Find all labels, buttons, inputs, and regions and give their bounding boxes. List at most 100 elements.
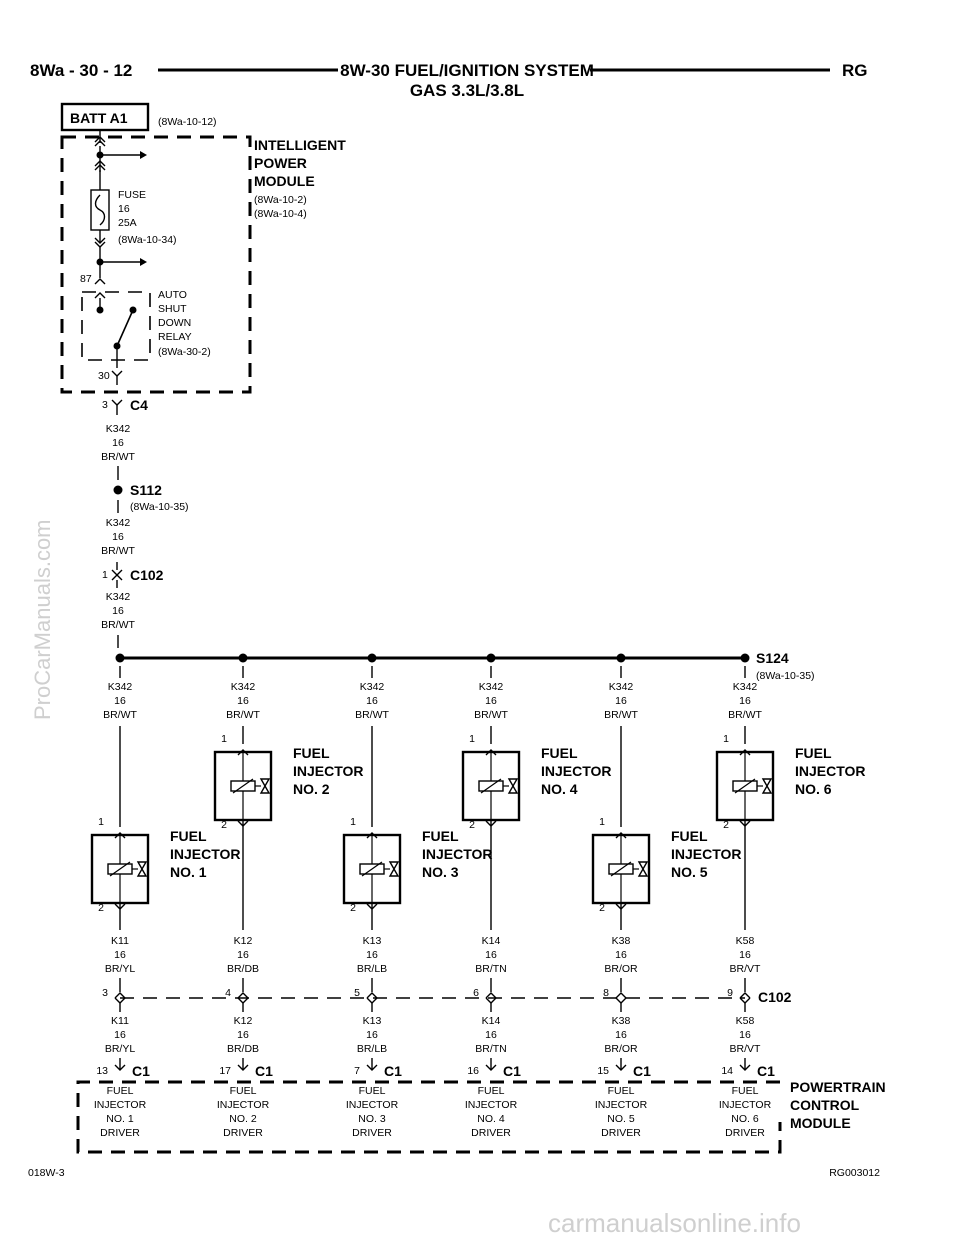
connector-c102-top: 1 C102 xyxy=(102,562,164,588)
wire-gauge: 16 xyxy=(739,949,751,961)
c1-label: C1 xyxy=(503,1063,521,1079)
wire-circuit: K13 xyxy=(363,1015,382,1027)
wire-color: BR/DB xyxy=(227,963,259,975)
c1-pin: 7 xyxy=(354,1065,360,1077)
injector-label-1: FUEL xyxy=(671,828,708,844)
wire-gauge: 16 xyxy=(485,1029,497,1041)
wire-circuit: K342 xyxy=(231,681,256,693)
intelligent-power-module: INTELLIGENT POWER MODULE (8Wa-10-2) (8Wa… xyxy=(60,130,346,394)
injector-label-2: INJECTOR xyxy=(795,763,866,779)
injector-label-3: NO. 2 xyxy=(293,781,330,797)
c102-pin: 5 xyxy=(354,987,360,999)
wire-gauge: 16 xyxy=(114,695,126,707)
splice-dot xyxy=(616,653,626,663)
wire-color: BR/YL xyxy=(105,963,136,975)
c102-pin: 8 xyxy=(603,987,609,999)
wire-color: BR/WT xyxy=(226,709,260,721)
connector-c102-bottom: C102 xyxy=(120,989,792,1005)
wire-circuit: K12 xyxy=(234,935,253,947)
wire-circuit: K58 xyxy=(736,1015,755,1027)
c1-pin: 17 xyxy=(219,1065,231,1077)
s124-ref: (8Wa-10-35) xyxy=(756,670,815,682)
pcm-driver-label-1: FUEL xyxy=(230,1085,257,1097)
injector-label-1: FUEL xyxy=(422,828,459,844)
footer-code-left: 018W-3 xyxy=(28,1167,65,1179)
wire-gauge: 16 xyxy=(485,949,497,961)
pcm-label-1: POWERTRAIN xyxy=(790,1079,886,1095)
c102-pin: 6 xyxy=(473,987,479,999)
c1-pin: 16 xyxy=(467,1065,479,1077)
wire-color: BR/LB xyxy=(357,963,387,975)
pcm-label-3: MODULE xyxy=(790,1115,851,1131)
pcm-driver-label-1: FUEL xyxy=(359,1085,386,1097)
batt-a1: BATT A1 (8Wa-10-12) xyxy=(60,102,217,132)
splice-s112: S112 (8Wa-10-35) xyxy=(113,482,189,513)
c1-label: C1 xyxy=(384,1063,402,1079)
wire-color: BR/WT xyxy=(604,709,638,721)
wire-circuit: K342 xyxy=(106,591,131,603)
injector-label-3: NO. 5 xyxy=(671,864,708,880)
wire-color: BR/TN xyxy=(475,963,507,975)
powertrain-control-module: POWERTRAIN CONTROL MODULE xyxy=(76,1079,886,1154)
pcm-driver-label-4: DRIVER xyxy=(601,1127,641,1139)
relay-ref: (8Wa-30-2) xyxy=(158,346,211,358)
splice-dot xyxy=(486,653,496,663)
wire-circuit: K58 xyxy=(736,935,755,947)
c1-label: C1 xyxy=(633,1063,651,1079)
connector-c4: 3 C4 xyxy=(102,397,148,415)
injector-pin-2: 2 xyxy=(350,902,356,914)
wire-color: BR/WT xyxy=(101,545,135,557)
splice-dot xyxy=(367,653,377,663)
wire-color: BR/OR xyxy=(604,1043,638,1055)
ipm-label-1: INTELLIGENT xyxy=(254,137,346,153)
ipm-label-2: POWER xyxy=(254,155,307,171)
injector-label-3: NO. 6 xyxy=(795,781,832,797)
wire-circuit: K14 xyxy=(482,1015,501,1027)
wire-color: BR/WT xyxy=(103,709,137,721)
footer-code-right: RG003012 xyxy=(829,1167,880,1179)
wire-circuit: K11 xyxy=(111,1015,129,1027)
c4-pin: 3 xyxy=(102,399,108,411)
pcm-driver-label-3: NO. 3 xyxy=(358,1113,386,1125)
wire-circuit: K342 xyxy=(733,681,758,693)
auto-shutdown-relay xyxy=(81,291,151,361)
pcm-driver-label-3: NO. 5 xyxy=(607,1113,635,1125)
wire-gauge: 16 xyxy=(114,949,126,961)
wire-color: BR/TN xyxy=(475,1043,507,1055)
pcm-driver-label-2: INJECTOR xyxy=(346,1099,399,1111)
wire-gauge: 16 xyxy=(739,695,751,707)
valve-icon xyxy=(388,861,400,877)
s112-label: S112 xyxy=(130,482,162,498)
page-title: 8W-30 FUEL/IGNITION SYSTEM xyxy=(340,61,594,80)
fuel-injector-6 xyxy=(715,750,775,822)
c1-pin: 13 xyxy=(96,1065,108,1077)
wire-gauge: 16 xyxy=(615,695,627,707)
wire-gauge: 16 xyxy=(615,1029,627,1041)
fuel-injector-4 xyxy=(461,750,521,822)
wire-gauge: 16 xyxy=(112,437,124,449)
valve-icon xyxy=(259,778,271,794)
s124-label: S124 xyxy=(756,650,789,666)
splice-dot xyxy=(238,653,248,663)
fuse-label: FUSE xyxy=(118,189,146,201)
injector-label-2: INJECTOR xyxy=(671,846,742,862)
injector-pin-2: 2 xyxy=(98,902,104,914)
fuel-injector-1 xyxy=(90,833,150,905)
injector-label-3: NO. 4 xyxy=(541,781,578,797)
c102-pin: 4 xyxy=(225,987,231,999)
c102-top-pin: 1 xyxy=(102,569,108,581)
wire-color: BR/WT xyxy=(728,709,762,721)
c4-label: C4 xyxy=(130,397,148,413)
batt-ref: (8Wa-10-12) xyxy=(158,116,217,128)
wire-circuit: K38 xyxy=(612,1015,631,1027)
valve-icon xyxy=(507,778,519,794)
wire-circuit: K342 xyxy=(108,681,133,693)
relay-label-2: SHUT xyxy=(158,303,187,315)
fuse-icon xyxy=(94,194,106,226)
